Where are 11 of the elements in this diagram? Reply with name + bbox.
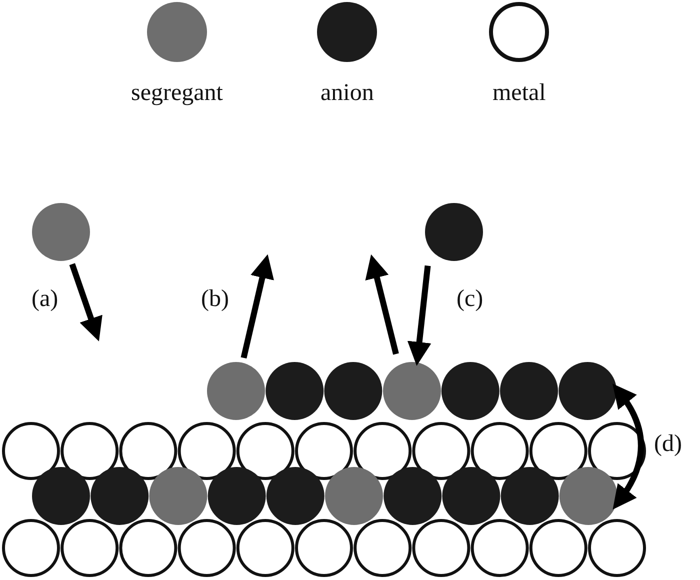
- arrow: [407, 265, 432, 366]
- legend-label: metal: [492, 80, 546, 107]
- arrow: [240, 254, 274, 359]
- process-label: (d): [654, 431, 682, 458]
- legend-label: anion: [320, 80, 374, 107]
- arrow: [69, 263, 102, 342]
- edge-label: (b): [201, 286, 229, 313]
- legend-label: segregant: [131, 80, 223, 107]
- edge-label: (c): [456, 286, 484, 313]
- arrow: [365, 254, 399, 355]
- edge-label: (a): [32, 286, 58, 313]
